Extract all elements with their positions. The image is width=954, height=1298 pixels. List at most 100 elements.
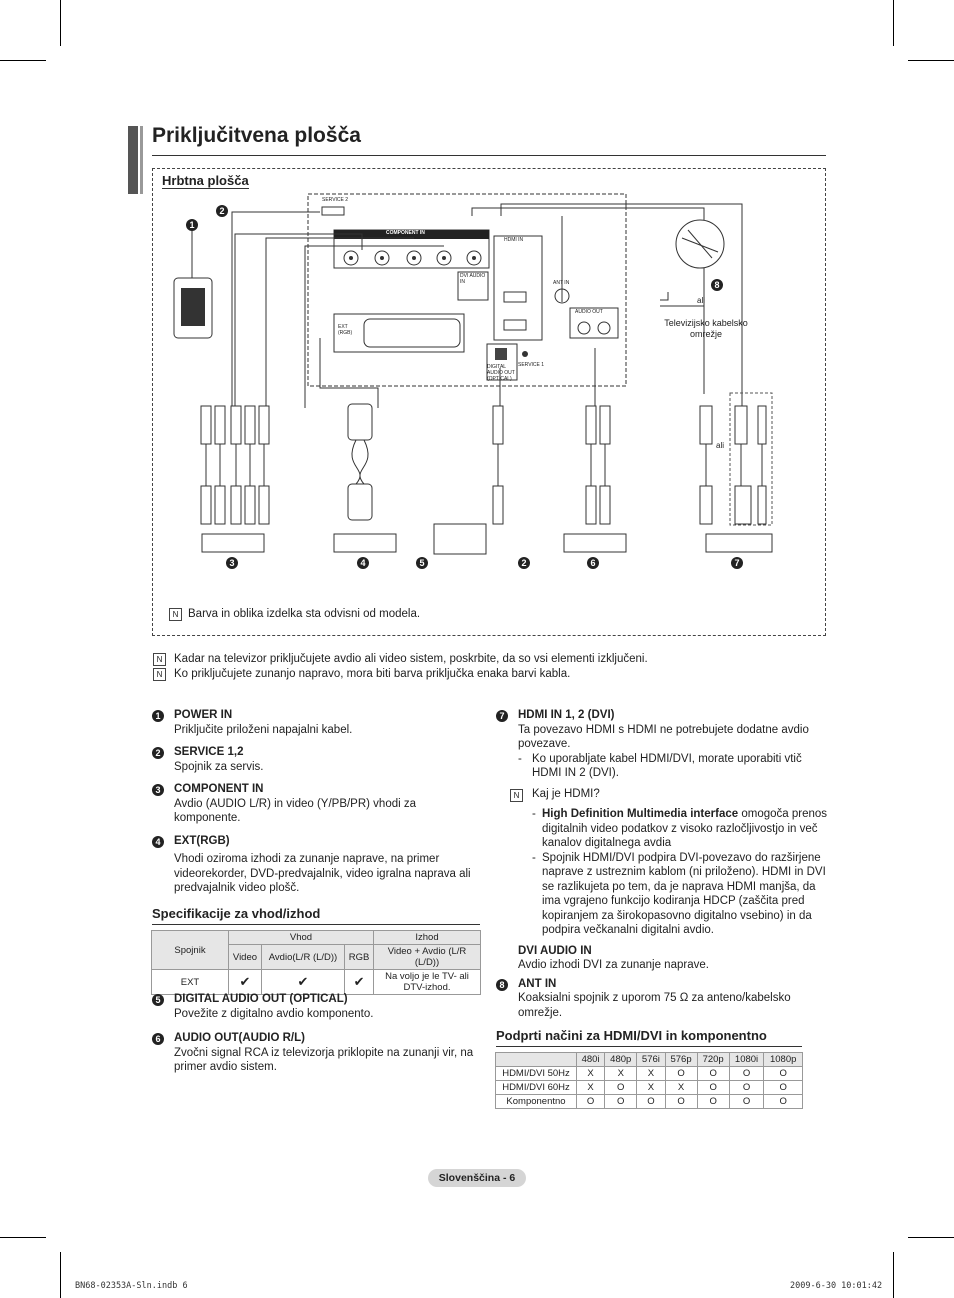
cell: O: [696, 1066, 730, 1081]
item-title: HDMI IN 1, 2 (DVI): [518, 709, 615, 721]
item-title: ANT IN: [518, 977, 557, 990]
modes-col: 480i: [575, 1052, 606, 1067]
modes-rule: [496, 1046, 802, 1047]
list-item: 7 HDMI IN 1, 2 (DVI) Ta povezavo HDMI s …: [496, 708, 828, 781]
marker-3: 3: [226, 557, 238, 569]
note-icon: N: [510, 788, 523, 802]
list-item: 5 DIGITAL AUDIO OUT (OPTICAL) Povežite z…: [152, 992, 480, 1021]
item-title: COMPONENT IN: [174, 783, 264, 795]
marker-5: 5: [416, 557, 428, 569]
title-accent-bar: [140, 126, 143, 194]
cell: O: [728, 1094, 765, 1109]
item-body: Avdio (AUDIO L/R) in video (Y/PB/PR) vho…: [174, 797, 417, 825]
cell: O: [763, 1094, 803, 1109]
hdmi-bold: High Definition Multimedia interface: [542, 808, 739, 820]
vcr-device: [563, 533, 627, 553]
cell: O: [728, 1066, 765, 1081]
spec-sub-video: Video: [228, 944, 262, 970]
marker-7: 7: [731, 557, 743, 569]
vcr-device: [201, 533, 265, 553]
table-row: HDMI/DVI 50Hz X X X O O O O: [495, 1066, 803, 1081]
cell: X: [664, 1080, 698, 1095]
item-body: Avdio izhodi DVI za zunanje naprave.: [518, 959, 709, 971]
cell: O: [696, 1094, 730, 1109]
item-title: DIGITAL AUDIO OUT (OPTICAL): [174, 993, 348, 1005]
settop-box-device: [705, 533, 773, 553]
item-number: 1: [152, 710, 164, 722]
spec-check: ✔: [260, 969, 346, 995]
list-item: 6 AUDIO OUT(AUDIO R/L) Zvočni signal RCA…: [152, 1031, 480, 1075]
cell: O: [604, 1080, 638, 1095]
spec-heading: Specifikacije za vhod/izhod: [152, 906, 321, 921]
row-name: HDMI/DVI 50Hz: [495, 1066, 577, 1081]
date-meta: 2009-6-30 10:01:42: [790, 1281, 883, 1291]
item-title: POWER IN: [174, 709, 233, 721]
tv-rear-panel: [307, 193, 627, 387]
item-number: 5: [152, 994, 164, 1006]
item-number: 4: [152, 835, 164, 848]
vcr-device: [333, 533, 397, 553]
note-icon: N: [153, 653, 166, 666]
table-row: Komponentno O O O O O O O: [495, 1094, 803, 1109]
note-text: Ko priključujete zunanjo napravo, mora b…: [174, 668, 571, 680]
row-name: HDMI/DVI 60Hz: [495, 1080, 577, 1095]
crop-mark: [893, 0, 894, 46]
marker-2: 2: [518, 557, 530, 569]
item-body: Ta povezavo HDMI s HDMI ne potrebujete d…: [518, 723, 809, 751]
label-ext-rgb: EXT (RGB): [338, 324, 353, 336]
right-column: 7 HDMI IN 1, 2 (DVI) Ta povezavo HDMI s …: [496, 708, 828, 1020]
list-item: 8 ANT IN Koaksialni spojnik z uporom 75 …: [496, 977, 828, 1021]
crop-mark: [0, 1237, 46, 1238]
modes-corner: [495, 1052, 577, 1067]
modes-table: 480i 480p 576i 576p 720p 1080i 1080p HDM…: [495, 1052, 803, 1109]
item-body: Zvočni signal RCA iz televizorja priklop…: [174, 1046, 474, 1074]
cell: X: [636, 1080, 666, 1095]
item-number: 2: [152, 747, 164, 759]
title-accent-bar: [128, 126, 138, 194]
list-item: 4 EXT(RGB) Vhodi oziroma izhodi za zunan…: [152, 834, 480, 896]
marker-1: 1: [186, 219, 198, 231]
cell: O: [664, 1094, 698, 1109]
label-dvi-audio-in: DVI AUDIO IN: [460, 273, 486, 285]
item-title: EXT(RGB): [174, 834, 230, 847]
label-component-in: COMPONENT IN: [386, 230, 425, 236]
modes-col: 720p: [696, 1052, 730, 1067]
item-number: 8: [496, 978, 508, 991]
cell: O: [696, 1080, 730, 1095]
item-body: Koaksialni spojnik z uporom 75 Ω za ante…: [518, 992, 791, 1019]
item-body: Povežite z digitalno avdio komponento.: [174, 1007, 374, 1020]
cell: O: [763, 1080, 803, 1095]
audio-out-block: [569, 307, 619, 339]
label-ali: ali: [716, 441, 725, 450]
hdmi-bullet: - Spojnik HDMI/DVI podpira DVI-povezavo …: [532, 851, 826, 937]
label-service2: SERVICE 2: [322, 197, 349, 203]
spec-sub-out: Video + Avdio (L/R (L/D)): [373, 944, 481, 970]
modes-col: 576p: [664, 1052, 698, 1067]
rear-panel-diagram: [152, 168, 826, 636]
crop-mark: [0, 60, 46, 61]
label-cable-network: Televizijsko kabelsko omrežje: [664, 318, 748, 339]
spec-check: ✔: [228, 969, 262, 995]
list-item: 3 COMPONENT IN Avdio (AUDIO L/R) in vide…: [152, 782, 424, 826]
item-body: Priključite priloženi napajalni kabel.: [174, 723, 353, 736]
audio-system-device: [433, 523, 487, 555]
item-body: Spojnik za servis.: [174, 760, 264, 773]
label-audio-out: AUDIO OUT: [575, 309, 603, 315]
item-number: 6: [152, 1033, 164, 1045]
hdmi-text: Spojnik HDMI/DVI podpira DVI-povezavo do…: [542, 851, 826, 937]
item-title: DVI AUDIO IN: [518, 944, 592, 957]
list-item: 1 POWER IN Priključite priloženi napajal…: [152, 708, 480, 737]
left-column: 1 POWER IN Priključite priloženi napajal…: [152, 708, 480, 896]
label-digital-audio-out: DIGITAL AUDIO OUT (OPTICAL): [487, 364, 515, 382]
item-dash-text: Ko uporabljate kabel HDMI/DVI, morate up…: [532, 752, 802, 780]
note-icon: N: [169, 608, 182, 621]
spec-table: Spojnik Vhod Izhod Video Avdio(L/R (L/D)…: [151, 930, 481, 995]
item-title: SERVICE 1,2: [174, 746, 244, 758]
table-row: HDMI/DVI 60Hz X O X X O O O: [495, 1080, 803, 1095]
cell: O: [575, 1094, 606, 1109]
item-body: Vhodi oziroma izhodi za zunanje naprave,…: [174, 853, 471, 894]
hdmi-question: Kaj je HDMI?: [532, 787, 600, 800]
cell: O: [763, 1066, 803, 1081]
spec-col-output: Izhod: [373, 930, 481, 945]
left-column-2: 5 DIGITAL AUDIO OUT (OPTICAL) Povežite z…: [152, 992, 480, 1075]
